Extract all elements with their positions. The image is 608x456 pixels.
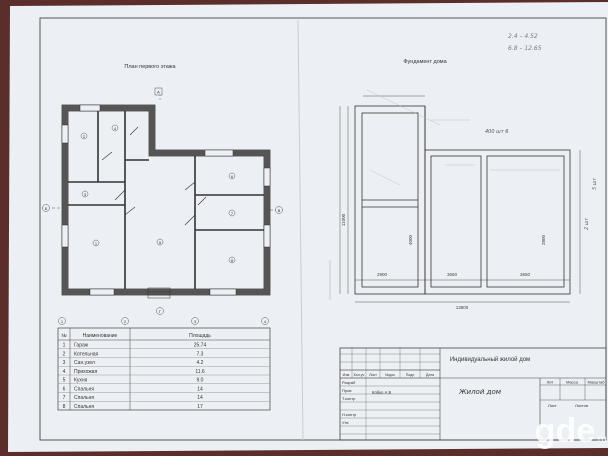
entry-steps [147, 287, 171, 299]
stage-header-mass: Масса [566, 380, 579, 385]
title-block-role-label: Н.контр [342, 412, 357, 417]
room-number-4: 4 [114, 126, 117, 131]
foundation-note-3: 5 шт [592, 177, 598, 190]
fold-line [297, 19, 304, 441]
paper [8, 2, 608, 452]
table-cell-name: Спальня [74, 404, 94, 410]
foundation-strips [354, 105, 571, 295]
title-block-role-label: Разраб [342, 380, 356, 385]
room-table: № Наименование Площадь 1 Гараж 25.74 2 Котел… [57, 327, 271, 411]
frame [39, 17, 607, 441]
table-cell-num: 2 [63, 351, 66, 357]
axis-letter-d: Г [159, 309, 162, 314]
axis-number-2: 2 [124, 319, 127, 324]
dim-3650-b: 3650 [520, 272, 531, 277]
dim-13800: 13800 [456, 305, 469, 310]
title-block-col-label: Подп [406, 373, 415, 377]
room-number-5: 5 [159, 240, 162, 245]
title-block-role-label: Утв [342, 420, 349, 425]
dim-3650-a: 3650 [447, 272, 458, 277]
table-header-area: Площадь [189, 333, 211, 339]
watermark-logo: gde [535, 412, 595, 450]
dim-4000: 4000 [408, 234, 413, 245]
table-cell-num: 7 [63, 395, 66, 401]
room-number-3: 3 [84, 192, 87, 197]
room-number-8: 8 [231, 258, 234, 263]
table-cell-num: 4 [63, 369, 66, 375]
dim-2900: 2900 [377, 272, 388, 277]
axis-number-1: 1 [61, 319, 64, 324]
axis-number-4: 4 [264, 319, 267, 324]
table-cell-name: Сан.узел [74, 360, 95, 366]
watermark: gde .ru [535, 412, 607, 450]
room-labels: 1 2 3 4 5 6 7 8 [80, 124, 236, 264]
windows [61, 104, 271, 296]
axis-letter-b: Б [45, 206, 48, 211]
corner-note-line-2: 6.8 – 12.65 [508, 45, 542, 52]
interior-walls [68, 111, 264, 289]
table-cell-name: Кухня [74, 378, 88, 384]
stage-header-scale: Масштаб [587, 380, 605, 385]
title-block-col-label: Дата [426, 373, 434, 377]
table-cell-num: 5 [63, 378, 66, 384]
table-cell-name: Гараж [74, 343, 89, 349]
plan-title: План первого этажа [124, 64, 176, 70]
stage-header-lit: Лит [547, 380, 554, 385]
foundation-note-1: 400 шт 6 [485, 129, 508, 135]
room-number-1: 1 [95, 241, 98, 246]
table-cell-area: 17 [197, 404, 203, 410]
title-block-col-label: №док [385, 373, 395, 377]
table-cell-name: Спальня [74, 395, 94, 401]
title-block-col-label: Изм [343, 373, 350, 377]
table-cell-area: 9.0 [197, 378, 204, 384]
sheets-label: Листов [575, 403, 588, 408]
table-cell-area: 14 [197, 386, 203, 392]
sheet-name: Жилой дом [458, 388, 502, 396]
table-cell-area: 14 [197, 395, 203, 401]
table-cell-name: Котельная [74, 351, 98, 357]
doors [101, 126, 207, 226]
title-block-col-label: Лист [369, 373, 377, 377]
foundation-plan: Фундамент дома 2.4 – 4.52 6.8 – 12.65 29… [329, 33, 598, 310]
corner-note-line-1: 2.4 – 4.52 [508, 33, 538, 40]
project-name: Индивидуальный жилой дом [450, 356, 530, 363]
table-cell-area: 7.3 [197, 351, 204, 357]
room-number-6: 6 [231, 174, 234, 179]
table-cell-num: 3 [63, 360, 66, 366]
foundation-note-2: 2 шт [584, 217, 590, 230]
table-cell-name: Спальня [74, 386, 94, 392]
foundation-title: Фундамент дома [403, 59, 447, 65]
table-header-num: № [61, 333, 66, 339]
title-block-col-label: Кол.уч [354, 373, 365, 377]
dim-11000: 11000 [341, 213, 346, 226]
axis-number-3: 3 [194, 319, 197, 324]
table-cell-num: 1 [63, 343, 66, 349]
floor-plan: План первого этажа [42, 64, 285, 325]
table-cell-num: 6 [63, 386, 66, 392]
table-header-name: Наименование [83, 333, 118, 339]
watermark-suffix: .ru [595, 434, 607, 445]
title-block: Индивидуальный жилой дом Жилой дом Лит М… [339, 347, 607, 441]
room-number-2: 2 [83, 134, 86, 139]
dimension-lines [329, 95, 581, 303]
title-block-role-label: Т.контр [342, 396, 356, 401]
table-cell-area: 11.6 [195, 369, 205, 375]
table-cell-name: Прихожая [74, 369, 97, 375]
axis-markers: А Б В Г 1 2 3 4 [42, 87, 285, 325]
title-block-role-label: Пров [342, 388, 351, 393]
sheet-label: Лист [548, 403, 557, 408]
table-cell-area: 25.74 [194, 343, 207, 349]
axis-letter-a: А [157, 90, 160, 95]
room-number-7: 7 [231, 211, 234, 216]
table-cell-area: 4.2 [197, 360, 204, 366]
author-name: Кобко А.Б [372, 390, 391, 395]
axis-letter-c: В [278, 208, 281, 213]
dim-2800: 2800 [541, 234, 546, 245]
table-cell-num: 8 [63, 404, 66, 410]
pencil-sketch [366, 89, 560, 186]
